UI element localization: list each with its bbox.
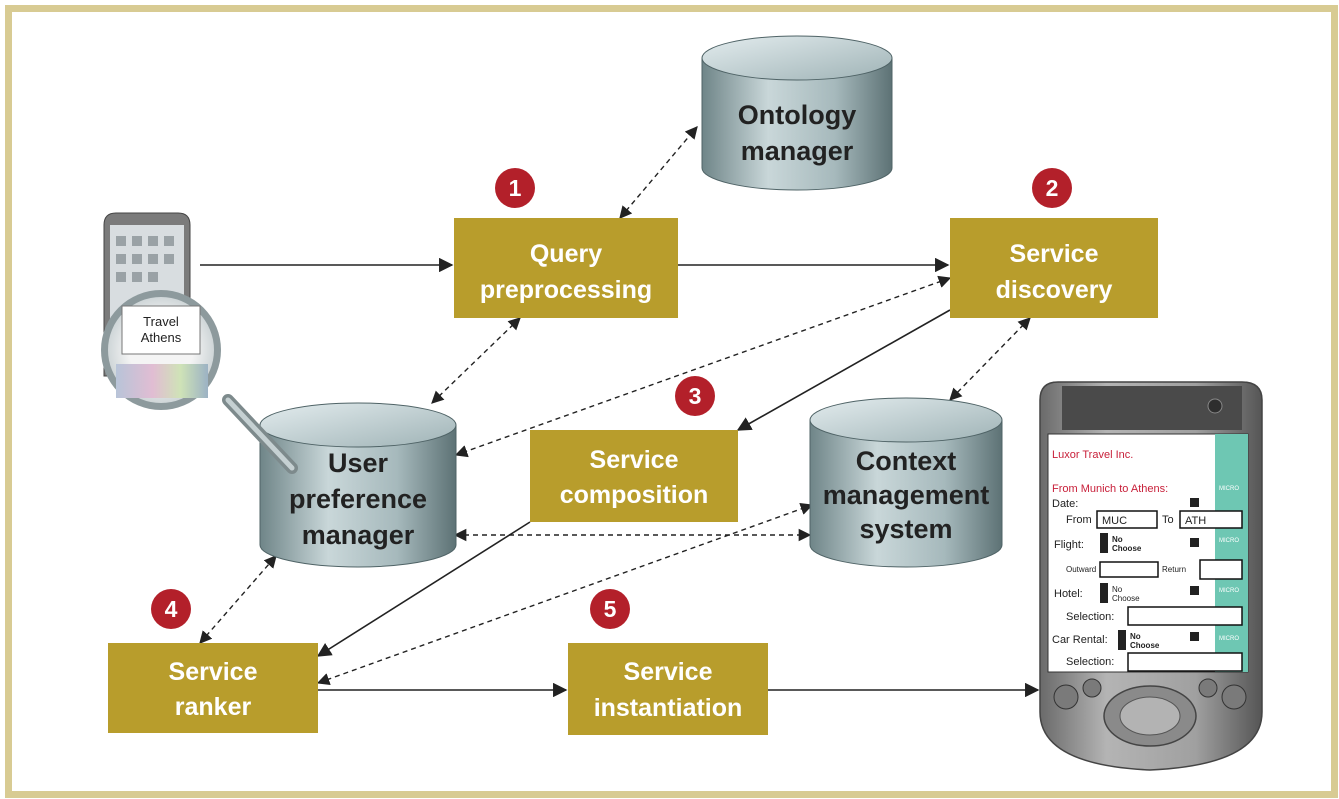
pda-car-choose: Choose — [1130, 641, 1160, 650]
step-badge-3: 3 — [675, 376, 715, 416]
pda-device-illustration: Luxor Travel Inc. From Munich to Athens:… — [1039, 381, 1263, 771]
service-instantiation-line2: instantiation — [594, 694, 743, 722]
service-composition-line2: composition — [560, 481, 709, 509]
user-preference-line2: preference — [289, 484, 427, 514]
pda-flight-no: No — [1112, 535, 1123, 544]
pda-company: Luxor Travel Inc. — [1052, 449, 1133, 461]
pda-outward-label: Outward — [1066, 565, 1096, 574]
user-preference-manager-db: User preference manager — [259, 402, 457, 568]
service-ranker-line1: Service — [169, 658, 258, 686]
pda-car-rental-label: Car Rental: — [1052, 634, 1108, 646]
query-preprocessing-line2: preprocessing — [480, 276, 652, 304]
pda-flight-label: Flight: — [1054, 539, 1084, 551]
phone-query-line1: Travel — [143, 314, 179, 329]
pda-side-tag-2: MICRO — [1219, 538, 1239, 544]
service-instantiation-box: Service instantiation — [568, 643, 768, 735]
svg-text:4: 4 — [165, 596, 178, 622]
pda-hotel-choose: Choose — [1112, 594, 1140, 603]
service-composition-line1: Service — [590, 446, 679, 474]
step-badge-2: 2 — [1032, 168, 1072, 208]
pda-side-tag-3: MICRO — [1219, 588, 1239, 594]
ontology-manager-db: Ontology manager — [701, 35, 893, 191]
edge-ranker-userpref — [199, 555, 277, 644]
pda-car-selection-label: Selection: — [1066, 656, 1114, 668]
pda-to-value: ATH — [1185, 515, 1206, 527]
pda-car-no: No — [1130, 632, 1141, 641]
edge-query-userpref — [431, 317, 521, 404]
context-line2: management — [823, 480, 990, 510]
pda-flight-choose: Choose — [1112, 544, 1142, 553]
context-management-system-db: Context management system — [809, 397, 1003, 568]
context-line1: Context — [856, 446, 957, 476]
step-badge-1: 1 — [495, 168, 535, 208]
pda-route: From Munich to Athens: — [1052, 483, 1168, 495]
pda-side-tag-4: MICRO — [1219, 636, 1239, 642]
pda-hotel-no: No — [1112, 585, 1123, 594]
pda-hotel-label: Hotel: — [1054, 588, 1083, 600]
user-preference-line1: User — [328, 448, 389, 478]
edge-ranker-context — [316, 502, 814, 686]
service-discovery-box: Service discovery — [950, 218, 1158, 318]
context-line3: system — [859, 514, 952, 544]
edge-query-ontology — [619, 126, 698, 219]
edge-discovery-context — [949, 317, 1031, 401]
phone-query-line2: Athens — [141, 330, 182, 345]
svg-text:2: 2 — [1046, 175, 1059, 201]
pda-hotel-selection-label: Selection: — [1066, 611, 1114, 623]
service-composition-box: Service composition — [530, 430, 738, 522]
pda-from-value: MUC — [1102, 515, 1127, 527]
service-instantiation-line1: Service — [624, 658, 713, 686]
service-ranker-line2: ranker — [175, 693, 252, 721]
edge-discovery-userpref — [454, 275, 952, 458]
svg-text:1: 1 — [509, 175, 522, 201]
pda-date-label: Date: — [1052, 498, 1078, 510]
pda-to-label: To — [1162, 514, 1174, 526]
ontology-manager-line1: Ontology — [738, 100, 856, 130]
query-preprocessing-box: Query preprocessing — [454, 218, 678, 318]
query-preprocessing-line1: Query — [530, 240, 602, 268]
step-badge-4: 4 — [151, 589, 191, 629]
service-discovery-line1: Service — [1010, 240, 1099, 268]
svg-text:3: 3 — [689, 383, 702, 409]
edge-discovery-to-composition — [736, 309, 951, 431]
user-preference-line3: manager — [302, 520, 415, 550]
pda-return-label: Return — [1162, 565, 1186, 574]
step-badge-5: 5 — [590, 589, 630, 629]
svg-text:5: 5 — [604, 596, 617, 622]
pda-side-tag-1: MICRO — [1219, 486, 1239, 492]
service-ranker-box: Service ranker — [108, 643, 318, 733]
service-discovery-line2: discovery — [996, 276, 1113, 304]
edges — [199, 126, 1040, 698]
mobile-phone-illustration: Travel Athens — [101, 212, 298, 474]
ontology-manager-line2: manager — [741, 136, 854, 166]
pda-from-label: From — [1066, 514, 1092, 526]
